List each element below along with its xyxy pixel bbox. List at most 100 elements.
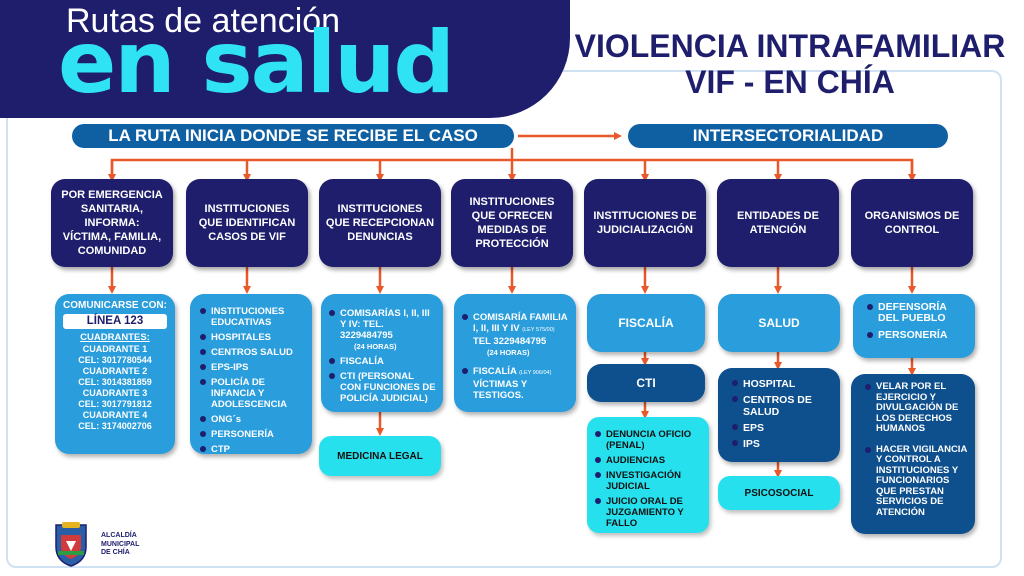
- identifying-institutions-box: INSTITUCIONES EDUCATIVAS HOSPITALES CENT…: [190, 294, 312, 455]
- column-header-complaints: INSTITUCIONES QUE RECEPCIONAN DENUNCIAS: [319, 179, 441, 267]
- salud-box: SALUD: [718, 294, 840, 352]
- header-line: QUE RECEPCIONAN: [325, 217, 435, 229]
- title-banner: Rutas de atención en salud: [0, 0, 570, 118]
- header-line: POR EMERGENCIA: [61, 189, 163, 201]
- header-line: CONTROL: [884, 224, 940, 236]
- victims-witnesses: VÍCTIMAS Y TESTIGOS.: [473, 379, 528, 401]
- header-line: QUE OFRECEN: [471, 210, 553, 222]
- law-reference: (LEY 906/04): [519, 370, 552, 376]
- law-reference: (LEY 575/00): [522, 327, 555, 333]
- header-line: ATENCIÓN: [749, 224, 807, 236]
- list-item: COMISARÍAS I, II, III Y IV: TEL. 3229484…: [327, 308, 437, 352]
- list-item: DEFENSORÍA DEL PUEBLO: [865, 302, 969, 324]
- list-item: ONG´s: [198, 414, 306, 425]
- list-item: FISCALÍA: [327, 356, 437, 367]
- header-line: CASOS DE VIF: [208, 231, 286, 243]
- header-line: MEDIDAS DE: [477, 224, 547, 236]
- quadrant-phone: CEL: 3017780544: [78, 355, 152, 365]
- page-title-line1: VIOLENCIA INTRAFAMILIAR: [574, 28, 1006, 64]
- list-item: JUICIO ORAL DE JUZGAMIENTO Y FALLO: [593, 496, 703, 529]
- control-bodies-box: DEFENSORÍA DEL PUEBLO PERSONERÍA: [853, 294, 975, 358]
- header-line: JUDICIALIZACIÓN: [597, 224, 693, 236]
- list-item: VELAR POR EL EJERCICIO Y DIVULGACIÓN DE …: [863, 381, 969, 435]
- column-header-protection: INSTITUCIONES QUE OFRECEN MEDIDAS DE PRO…: [451, 179, 573, 267]
- complaints-box: COMISARÍAS I, II, III Y IV: TEL. 3229484…: [321, 294, 443, 412]
- quadrant-name: CUADRANTE 3: [82, 388, 148, 398]
- line-123-badge: LÍNEA 123: [63, 314, 167, 329]
- column-header-identify: INSTITUCIONES QUE IDENTIFICAN CASOS DE V…: [186, 179, 308, 267]
- psicosocial-box: PSICOSOCIAL: [718, 476, 840, 510]
- list-item: DENUNCIA OFICIO (PENAL): [593, 429, 703, 451]
- list-item: CENTROS SALUD: [198, 347, 306, 358]
- column-header-control: ORGANISMOS DE CONTROL: [851, 179, 973, 267]
- list-item: FISCALÍA (LEY 906/04) VÍCTIMAS Y TESTIGO…: [460, 366, 570, 401]
- fiscalia-box: FISCALÍA: [587, 294, 705, 352]
- judicial-actions-box: DENUNCIA OFICIO (PENAL) AUDIENCIAS INVES…: [587, 417, 709, 533]
- page-title-line2: VIF - EN CHÍA: [685, 64, 895, 100]
- header-line: ENTIDADES DE: [737, 210, 819, 222]
- protection-list: COMISARÍA FAMILIA I, II, III Y IV (LEY 5…: [460, 312, 570, 401]
- quadrant-phone: CEL: 3017791812: [78, 399, 152, 409]
- banner-subtitle: Rutas de atención: [66, 2, 341, 40]
- control-functions-box: VELAR POR EL EJERCICIO Y DIVULGACIÓN DE …: [851, 374, 975, 534]
- municipality-line: DE CHÍA: [101, 549, 130, 556]
- column-header-attention: ENTIDADES DE ATENCIÓN: [717, 179, 839, 267]
- list-item: AUDIENCIAS: [593, 455, 703, 466]
- list-item: HOSPITALES: [198, 332, 306, 343]
- municipality-line: MUNICIPAL: [101, 540, 140, 548]
- control-bodies-list: DEFENSORÍA DEL PUEBLO PERSONERÍA: [865, 302, 969, 341]
- header-line: SANITARIA, INFORMA:: [80, 203, 144, 229]
- complaints-list: COMISARÍAS I, II, III Y IV: TEL. 3229484…: [327, 308, 437, 404]
- municipality-line: ALCALDÍA: [101, 532, 137, 539]
- list-item: CTP: [198, 444, 306, 455]
- control-functions-list: VELAR POR EL EJERCICIO Y DIVULGACIÓN DE …: [863, 381, 969, 519]
- header-line: ORGANISMOS DE: [864, 210, 960, 222]
- cti-box: CTI: [587, 364, 705, 402]
- municipality-name: ALCALDÍA MUNICIPAL DE CHÍA: [101, 532, 139, 558]
- list-item: HOSPITAL: [730, 378, 834, 390]
- list-item: EPS-IPS: [198, 362, 306, 373]
- comisaria-phone: TEL 3229484795: [473, 336, 547, 347]
- list-item: CENTROS DE SALUD: [730, 394, 834, 418]
- list-item: PERSONERÍA: [865, 330, 969, 341]
- header-line: INSTITUCIONES: [469, 196, 555, 208]
- header-line: VÍCTIMA, FAMILIA,: [62, 231, 162, 243]
- header-line: INSTITUCIONES: [337, 203, 423, 215]
- list-item: INVESTIGACIÓN JUDICIAL: [593, 470, 703, 492]
- header-line: QUE IDENTIFICAN: [198, 217, 296, 229]
- quadrant-phone: CEL: 3174002706: [78, 421, 152, 431]
- quadrants-label: CUADRANTES:: [80, 332, 150, 343]
- hours-note: (24 HORAS): [354, 342, 397, 351]
- quadrant-phone: CEL: 3014381859: [78, 377, 152, 387]
- intersectoral-label: INTERSECTORIALIDAD: [628, 124, 948, 148]
- municipal-crest-icon: [55, 522, 87, 567]
- contact-label: COMUNICARSE CON:: [63, 300, 167, 311]
- health-entities-box: HOSPITAL CENTROS DE SALUD EPS IPS: [718, 368, 840, 462]
- route-start-label: LA RUTA INICIA DONDE SE RECIBE EL CASO: [72, 124, 514, 148]
- fiscalia-label: FISCALÍA: [473, 366, 517, 377]
- header-line: COMUNIDAD: [77, 245, 147, 257]
- header-line: INSTITUCIONES DE: [593, 210, 697, 222]
- hours-note: (24 HORAS): [487, 348, 530, 357]
- list-item: CTI (PERSONAL CON FUNCIONES DE POLICÍA J…: [327, 371, 437, 404]
- header-line: PROTECCIÓN: [475, 238, 549, 250]
- page-title: VIOLENCIA INTRAFAMILIAR VIF - EN CHÍA: [570, 28, 1010, 100]
- list-item: EPS: [730, 422, 834, 434]
- column-header-emergency: POR EMERGENCIA SANITARIA, INFORMA: VÍCTI…: [51, 179, 173, 267]
- column-header-judicialization: INSTITUCIONES DE JUDICIALIZACIÓN: [584, 179, 706, 267]
- comisaria-familia: COMISARÍA FAMILIA I, II, III Y IV: [473, 312, 568, 334]
- comisarias-phone: COMISARÍAS I, II, III Y IV: TEL. 3229484…: [340, 308, 430, 341]
- list-item: INSTITUCIONES EDUCATIVAS: [198, 306, 306, 328]
- health-entities-list: HOSPITAL CENTROS DE SALUD EPS IPS: [730, 378, 834, 450]
- list-item: HACER VIGILANCIA Y CONTROL A INSTITUCION…: [863, 444, 969, 519]
- quadrant-name: CUADRANTE 2: [82, 366, 148, 376]
- quadrant-name: CUADRANTE 4: [82, 410, 148, 420]
- list-item: POLICÍA DE INFANCIA Y ADOLESCENCIA: [198, 377, 306, 410]
- emergency-contact-box: COMUNICARSE CON: LÍNEA 123 CUADRANTES: C…: [55, 294, 175, 454]
- list-item: COMISARÍA FAMILIA I, II, III Y IV (LEY 5…: [460, 312, 570, 358]
- medicina-legal-box: MEDICINA LEGAL: [319, 436, 441, 476]
- banner-title: en salud: [58, 13, 455, 113]
- quadrant-list: CUADRANTE 1 CEL: 3017780544 CUADRANTE 2 …: [55, 344, 175, 432]
- quadrant-name: CUADRANTE 1: [82, 344, 148, 354]
